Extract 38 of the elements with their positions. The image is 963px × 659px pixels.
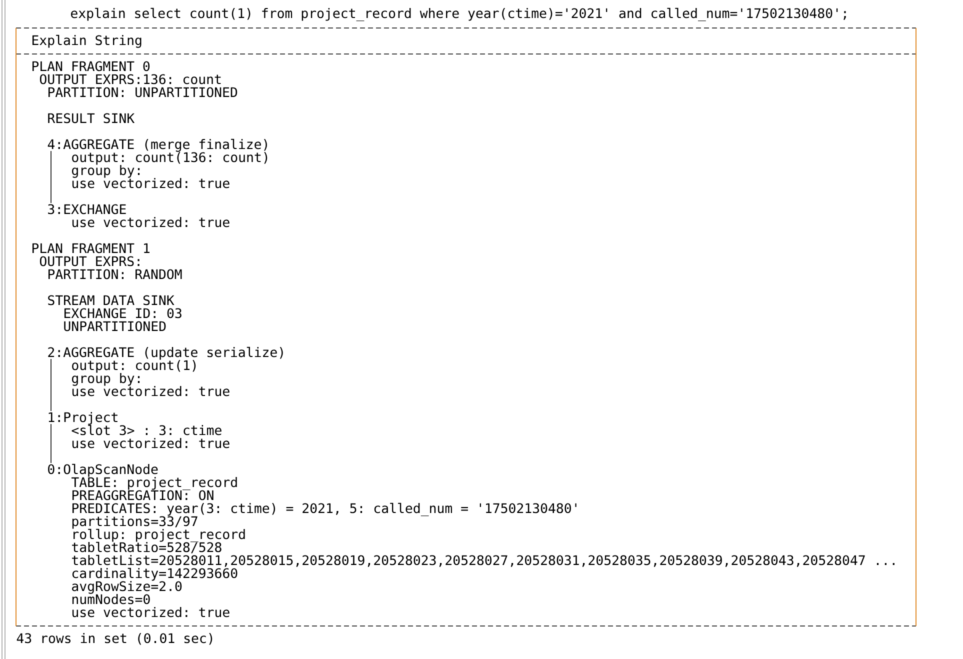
terminal-text: EXCHANGE ID: 03 <box>64 308 182 318</box>
terminal-text: 4:AGGREGATE (merge finalize) <box>48 138 267 152</box>
terminal-text: 2:AGGREGATE (update serialize) <box>48 346 283 360</box>
terminal-text: use vectorized: true <box>72 216 230 228</box>
terminal-text: RESULT SINK <box>48 113 135 124</box>
terminal-text: group by: <box>72 164 140 178</box>
terminal-text: Explain String <box>32 34 142 48</box>
terminal-text: use vectorized: true <box>72 386 230 396</box>
terminal-text: PREDICATES: year(3: ctime) = 2021, 5: called_num = '17502130480' <box>72 502 576 516</box>
terminal-text: OUTPUT EXPRS: <box>40 256 140 266</box>
terminal-text: 1:Project <box>48 412 118 425</box>
terminal-text: output: count(1) <box>72 360 196 373</box>
terminal-text: STREAM DATA SINK <box>48 295 174 306</box>
terminal-text: OUTPUT EXPRS:136: count <box>40 74 221 84</box>
terminal-text: use vectorized: true <box>72 438 230 448</box>
terminal-text: 0:OlapScanNode <box>48 464 158 477</box>
terminal-text: <slot 3> : 3: ctime <box>72 424 222 436</box>
terminal-text: PARTITION: RANDOM <box>48 269 182 280</box>
terminal-text: use vectorized: true <box>72 178 230 188</box>
terminal-text: use vectorized: true <box>72 606 230 618</box>
terminal-text: tabletList=20528011,20528015,20528019,20528023,20528027,20528031,20528035,20528039,20528043,20528047 ... <box>72 554 894 567</box>
terminal-text: group by: <box>72 372 140 386</box>
terminal-text: PARTITION: UNPARTITIONED <box>48 87 238 98</box>
terminal-text: UNPARTITIONED <box>64 321 166 332</box>
terminal-text: cardinality=142293660 <box>72 568 238 581</box>
terminal-text: output: count(136: count) <box>72 152 268 165</box>
terminal-text: PREAGGREGATION: ON <box>72 490 214 500</box>
terminal-text: 43 rows in set (0.01 sec) <box>16 632 212 645</box>
terminal-text: 3:EXCHANGE <box>48 204 126 214</box>
terminal-text: TABLE: project_record <box>72 476 237 490</box>
terminal-text: explain select count(1) from project_record where year(ctime)='2021' and called_num='17502130480'; <box>71 8 846 22</box>
terminal-text: PLAN FRAGMENT 0 <box>32 61 150 72</box>
terminal-text: numNodes=0 <box>72 594 150 604</box>
terminal-text: tabletRatio=528/528 <box>72 542 222 554</box>
terminal-text: partitions=33/97 <box>72 516 198 529</box>
terminal-text: avgRowSize=2.0 <box>72 580 182 594</box>
terminal-text: rollup: project_record <box>74 528 245 542</box>
terminal-text: PLAN FRAGMENT 1 <box>32 243 150 254</box>
